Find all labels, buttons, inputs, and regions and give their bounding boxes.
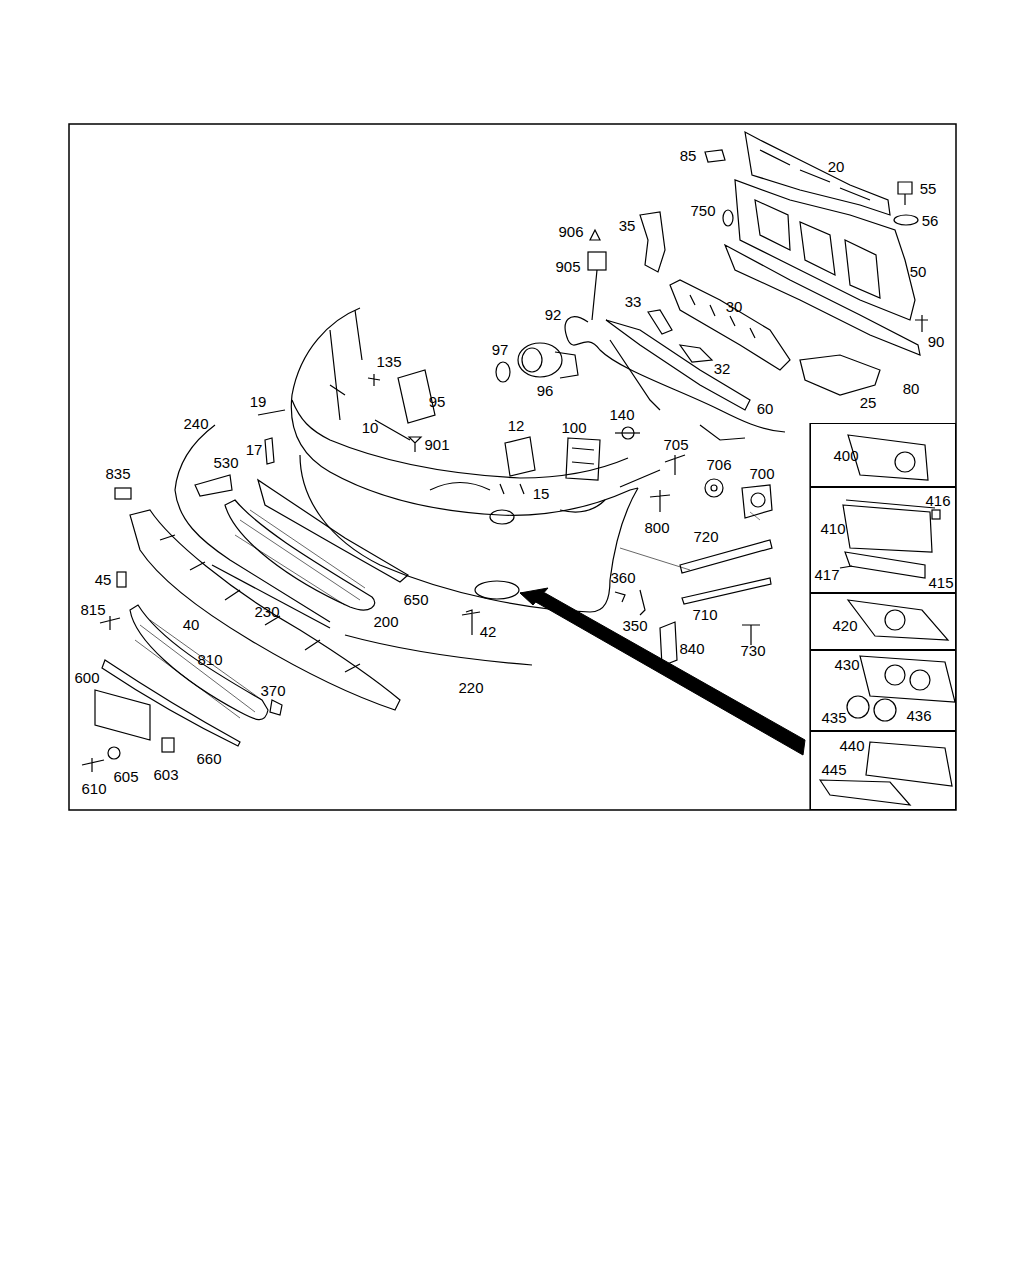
- inset-panel: 420: [810, 593, 956, 650]
- callout-number: 95: [427, 393, 448, 410]
- callout-number: 705: [661, 436, 690, 453]
- callout-number: 660: [194, 750, 223, 767]
- callout-number: 610: [79, 780, 108, 797]
- callout-number: 240: [181, 415, 210, 432]
- callout-number: 360: [608, 569, 637, 586]
- inset-panel: 440445: [810, 731, 956, 810]
- callout-number: 25: [858, 394, 879, 411]
- callout-number: 400: [831, 447, 860, 464]
- callout-number: 650: [401, 591, 430, 608]
- callout-number: 140: [607, 406, 636, 423]
- callout-number: 410: [818, 520, 847, 537]
- callout-number: 430: [832, 656, 861, 673]
- callout-number: 19: [248, 393, 269, 410]
- callout-number: 17: [244, 441, 265, 458]
- callout-number: 750: [688, 202, 717, 219]
- callout-number: 906: [556, 223, 585, 240]
- inset-panel: 400: [810, 423, 956, 487]
- callout-number: 710: [690, 606, 719, 623]
- callout-number: 42: [478, 623, 499, 640]
- callout-number: 810: [195, 651, 224, 668]
- callout-number: 92: [543, 306, 564, 323]
- callout-number: 97: [490, 341, 511, 358]
- callout-number: 436: [904, 707, 933, 724]
- callout-number: 435: [819, 709, 848, 726]
- callout-number: 100: [559, 419, 588, 436]
- callout-number: 45: [93, 571, 114, 588]
- callout-number: 720: [691, 528, 720, 545]
- callout-number: 220: [456, 679, 485, 696]
- callout-number: 20: [826, 158, 847, 175]
- callout-number: 15: [531, 485, 552, 502]
- callout-number: 800: [642, 519, 671, 536]
- callout-number: 420: [830, 617, 859, 634]
- callout-number: 605: [111, 768, 140, 785]
- callout-number: 835: [103, 465, 132, 482]
- callout-number: 603: [151, 766, 180, 783]
- callout-number: 32: [712, 360, 733, 377]
- callout-number: 706: [704, 456, 733, 473]
- callout-number: 33: [623, 293, 644, 310]
- callout-number: 90: [926, 333, 947, 350]
- callout-number: 730: [738, 642, 767, 659]
- callout-number: 417: [812, 566, 841, 583]
- callout-number: 700: [747, 465, 776, 482]
- callout-number: 30: [724, 298, 745, 315]
- callout-number: 85: [678, 147, 699, 164]
- callout-number: 840: [677, 640, 706, 657]
- callout-number: 80: [901, 380, 922, 397]
- callout-number: 230: [252, 603, 281, 620]
- callout-number: 901: [422, 436, 451, 453]
- callout-number: 35: [617, 217, 638, 234]
- callout-number: 55: [918, 180, 939, 197]
- callout-number: 12: [506, 417, 527, 434]
- callout-number: 440: [837, 737, 866, 754]
- callout-number: 600: [72, 669, 101, 686]
- inset-panel: 430 435 436: [810, 650, 956, 731]
- callout-number: 530: [211, 454, 240, 471]
- callout-number: 905: [553, 258, 582, 275]
- callout-number: 10: [360, 419, 381, 436]
- callout-number: 350: [620, 617, 649, 634]
- callout-number: 135: [374, 353, 403, 370]
- inset-panel: 416 410 417 415: [810, 487, 956, 593]
- callout-number: 370: [258, 682, 287, 699]
- callout-number: 445: [819, 761, 848, 778]
- callout-number: 60: [755, 400, 776, 417]
- callout-number: 815: [78, 601, 107, 618]
- callout-number: 200: [371, 613, 400, 630]
- callout-number: 415: [926, 574, 955, 591]
- callout-number: 96: [535, 382, 556, 399]
- callout-number: 40: [181, 616, 202, 633]
- callout-number: 50: [908, 263, 929, 280]
- callout-number: 56: [920, 212, 941, 229]
- callout-number: 416: [923, 492, 952, 509]
